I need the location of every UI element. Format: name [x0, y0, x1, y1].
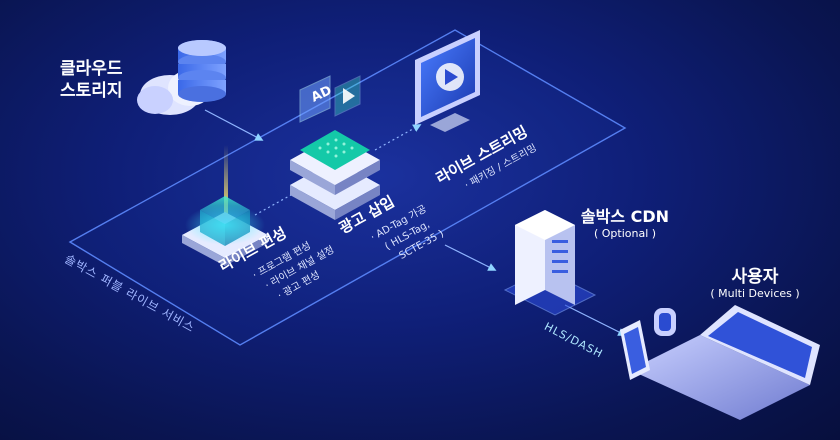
user-subtitle: ( Multi Devices ) [710, 287, 800, 300]
storage-label-line1: 클라우드 [60, 59, 123, 79]
live-edit-icon [182, 145, 268, 266]
cdn-server-icon [503, 210, 597, 316]
user-title: 사용자 [731, 267, 779, 287]
multi-devices-icon [620, 305, 820, 420]
cdn-subtitle: ( Optional ) [593, 227, 657, 240]
user-label: 사용자 ( Multi Devices ) [700, 262, 810, 300]
storage-label: 클라우드 스토리지 [60, 58, 123, 102]
ad-insert-icon [290, 75, 380, 220]
streaming-monitor-icon [415, 30, 480, 132]
cdn-title: 솔박스 CDN [580, 207, 670, 226]
storage-label-line2: 스토리지 [60, 81, 123, 101]
flow-lines [204, 109, 627, 336]
cdn-label: 솔박스 CDN ( Optional ) [570, 203, 680, 240]
cloud-storage-icon [137, 40, 226, 115]
